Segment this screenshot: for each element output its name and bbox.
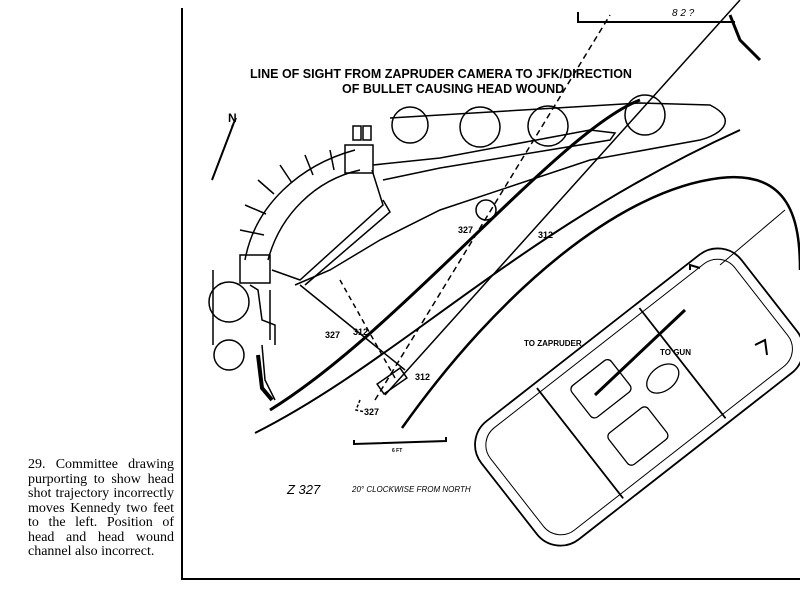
head-position-327 <box>354 399 366 413</box>
sight-line-327 <box>339 279 396 379</box>
scale-label: 6 FT <box>392 448 402 454</box>
frame-label-327: 327 <box>458 225 473 235</box>
to-gun-label: TO GUN <box>660 348 691 357</box>
diagram-title-line1: LINE OF SIGHT FROM ZAPRUDER CAMERA TO JF… <box>250 67 632 81</box>
north-label: N <box>228 111 237 125</box>
frame-label-312: 312 <box>353 327 368 337</box>
north-arrow: N <box>211 111 237 181</box>
top-corner-curb <box>728 14 762 62</box>
curb-line-2 <box>254 129 741 434</box>
diagram-title-line2: OF BULLET CAUSING HEAD WOUND <box>342 82 564 96</box>
car-marks <box>689 263 768 356</box>
trees <box>208 94 666 371</box>
pergola-structure <box>239 102 726 402</box>
scale-bar <box>353 437 447 446</box>
frame-id-label: Z 327 <box>286 482 321 497</box>
curb-line-3 <box>400 175 800 429</box>
curb-line-1 <box>269 98 641 412</box>
head-position-box <box>376 367 408 395</box>
limousine <box>474 247 800 547</box>
figure-caption: 29. Committee drawing purporting to show… <box>28 457 174 559</box>
top-label: 8 2 ? <box>672 8 695 19</box>
frame-label-327: 327 <box>325 330 340 340</box>
dashed-trajectory <box>374 14 611 401</box>
head-wound-channel <box>593 308 687 397</box>
to-zapruder-label: TO ZAPRUDER <box>524 339 582 348</box>
sight-line-312 <box>299 284 406 371</box>
frame-label-327: 327 <box>364 407 379 417</box>
car-line <box>719 209 786 266</box>
frame-border-left <box>181 8 183 580</box>
orientation-note: 20° CLOCKWISE FROM NORTH <box>351 485 471 494</box>
frame-label-312: 312 <box>538 230 553 240</box>
top-box <box>577 12 735 23</box>
frame-border-bottom <box>181 578 800 580</box>
solid-trajectory <box>384 0 741 396</box>
frame-label-312: 312 <box>415 372 430 382</box>
